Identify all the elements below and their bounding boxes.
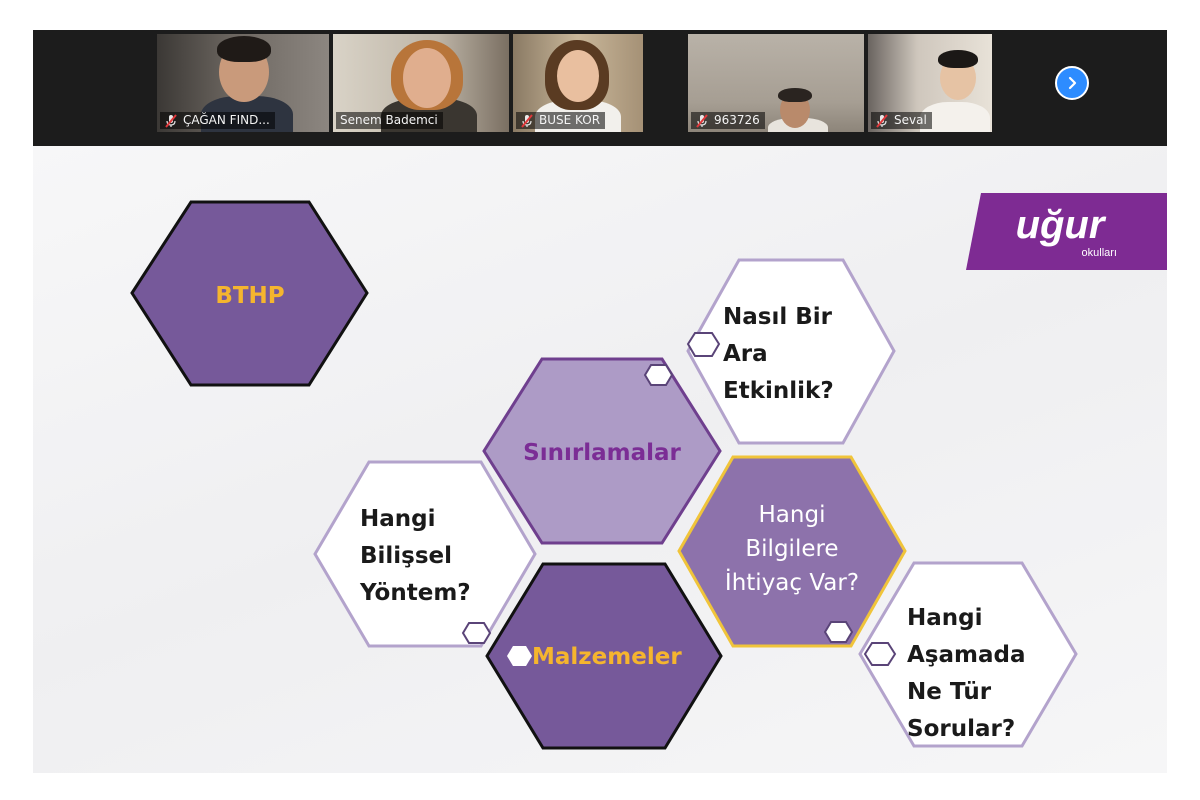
svg-text:Hangi: Hangi: [907, 605, 983, 631]
mic-muted-icon: [696, 113, 708, 128]
hexagon-bullet-icon: [461, 622, 492, 644]
participant-name-bar: 963726: [691, 112, 765, 129]
hexagon-malzemeler: Malzemeler: [485, 562, 723, 750]
hexagon-hangi-bilissel-yontem: Hangi Bilişsel Yöntem?: [313, 460, 537, 648]
participant-name: BUSE KOR: [539, 113, 601, 127]
participant-tile[interactable]: 963726: [688, 34, 864, 132]
hexagon-bullet-icon: [507, 646, 532, 666]
participant-name: 963726: [714, 113, 760, 127]
svg-text:Bilgilere: Bilgilere: [745, 536, 838, 562]
svg-text:Ne Tür: Ne Tür: [907, 679, 992, 705]
svg-text:uğur: uğur: [1016, 203, 1107, 247]
hexagon-bullet-icon: [823, 621, 854, 643]
mic-muted-icon: [165, 113, 177, 128]
svg-text:Etkinlik?: Etkinlik?: [723, 378, 834, 404]
hexagon-bthp: BTHP: [130, 200, 369, 387]
svg-text:okulları: okulları: [1082, 247, 1117, 259]
participant-name-bar: Seval: [871, 112, 932, 129]
chevron-right-icon: [1068, 76, 1077, 90]
ugur-logo: uğur okulları: [966, 193, 1167, 270]
participant-tile[interactable]: Seval: [868, 34, 992, 132]
participant-tile[interactable]: ÇAĞAN FIND...: [157, 34, 329, 132]
participant-name: Senem Bademci: [340, 113, 438, 127]
svg-text:Yöntem?: Yöntem?: [359, 580, 471, 606]
hexagon-hangi-asamada-ne-tur-sorular: Hangi Aşamada Ne Tür Sorular?: [858, 561, 1078, 748]
mic-muted-icon: [521, 113, 533, 128]
svg-text:Hangi: Hangi: [360, 506, 436, 532]
participant-name-bar: BUSE KOR: [516, 112, 606, 129]
participant-name: ÇAĞAN FIND...: [183, 113, 270, 127]
svg-text:Malzemeler: Malzemeler: [532, 644, 682, 670]
participant-name: Seval: [894, 113, 927, 127]
svg-text:BTHP: BTHP: [215, 283, 284, 309]
hexagon-bullet-icon: [643, 364, 674, 386]
participant-strip: ÇAĞAN FIND... Senem Bademci: [33, 30, 1167, 146]
hexagon-bullet-icon: [863, 642, 897, 666]
svg-text:İhtiyaç Var?: İhtiyaç Var?: [725, 568, 859, 596]
svg-text:Sınırlamalar: Sınırlamalar: [523, 440, 681, 466]
hexagon-bullet-icon: [686, 332, 721, 357]
hexagon-sinirlamalar: Sınırlamalar: [482, 357, 722, 545]
participant-tile-active[interactable]: Senem Bademci: [333, 34, 509, 132]
shared-slide: uğur okulları BTHP Nasıl Bir Ara Etkinli…: [33, 146, 1167, 773]
svg-text:Hangi: Hangi: [759, 502, 826, 528]
meeting-window: ÇAĞAN FIND... Senem Bademci: [33, 30, 1167, 773]
mic-muted-icon: [876, 113, 888, 128]
participant-name-bar: ÇAĞAN FIND...: [160, 112, 275, 129]
svg-text:Ara: Ara: [723, 341, 768, 367]
slide-graphic: uğur okulları BTHP Nasıl Bir Ara Etkinli…: [130, 193, 1167, 750]
hexagon-hangi-bilgilere-ihtiyac-var: Hangi Bilgilere İhtiyaç Var?: [677, 455, 907, 648]
participant-name-bar: Senem Bademci: [336, 112, 443, 129]
svg-text:Nasıl Bir: Nasıl Bir: [723, 304, 833, 330]
participant-tile[interactable]: BUSE KOR: [513, 34, 643, 132]
svg-text:Aşamada: Aşamada: [907, 642, 1025, 668]
svg-text:Bilişsel: Bilişsel: [360, 543, 452, 569]
next-participants-button[interactable]: [1055, 66, 1089, 100]
svg-text:Sorular?: Sorular?: [907, 716, 1015, 742]
hexagon-nasil-bir-ara-etkinlik: Nasıl Bir Ara Etkinlik?: [686, 258, 896, 445]
